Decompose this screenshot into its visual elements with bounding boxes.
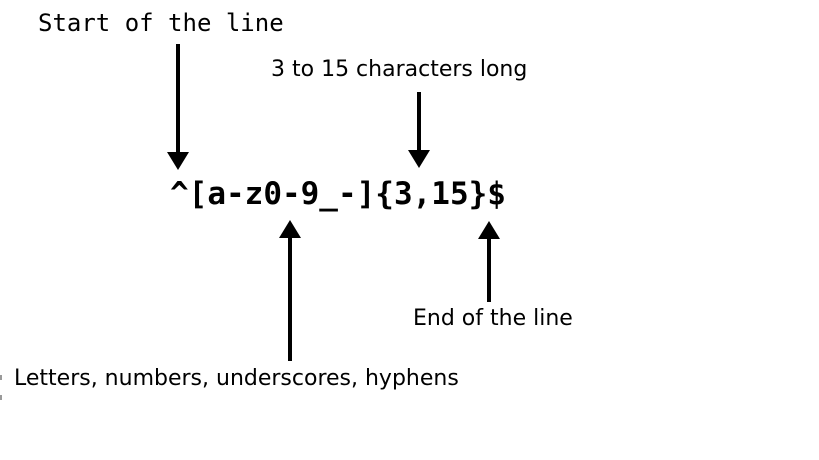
arrow-length-shaft — [417, 92, 421, 152]
arrow-start-down-head-icon — [167, 152, 189, 170]
arrow-end-shaft — [487, 235, 491, 302]
left-edge-artifact — [0, 395, 2, 400]
regex-pattern: ^[a-z0-9_-]{3,15}$ — [170, 176, 506, 212]
label-start-of-line: Start of the line — [38, 9, 284, 37]
arrow-charset-shaft — [288, 234, 292, 361]
label-charset: Letters, numbers, underscores, hyphens — [14, 366, 459, 391]
arrow-start-line-shaft — [176, 44, 180, 156]
arrow-end-up-head-icon — [478, 221, 500, 239]
label-length: 3 to 15 characters long — [271, 57, 528, 82]
arrow-length-down-head-icon — [408, 150, 430, 168]
arrow-charset-up-head-icon — [279, 220, 301, 238]
left-edge-artifact — [0, 375, 2, 380]
label-end-of-line: End of the line — [413, 306, 573, 331]
